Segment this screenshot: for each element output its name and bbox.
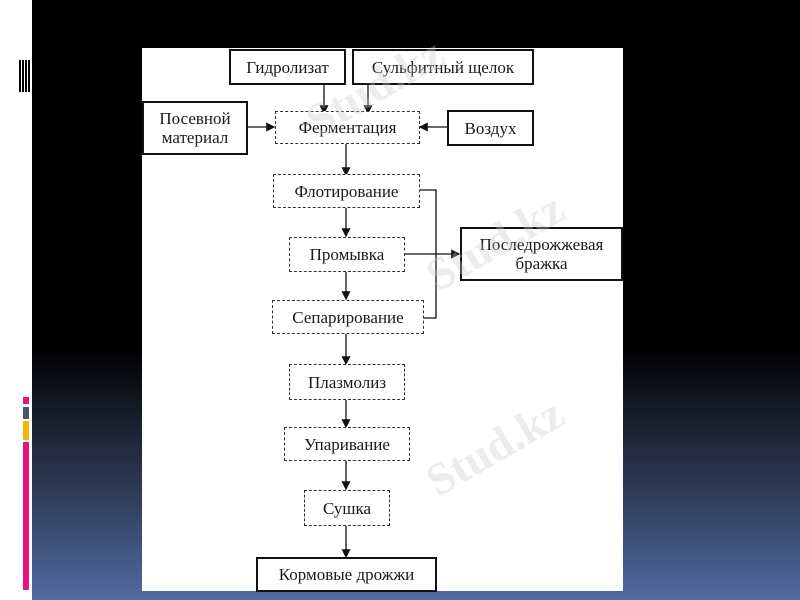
input-air-label: Воздух bbox=[464, 118, 517, 138]
input-sulfite-liquor-label: Сульфитный щелок bbox=[371, 57, 515, 77]
accent-bar-pink-long bbox=[23, 442, 29, 590]
step-evaporation-label: Упаривание bbox=[304, 434, 390, 454]
input-seed-material-line1: Посевной bbox=[159, 109, 231, 128]
step-fermentation-label: Ферментация bbox=[298, 118, 397, 137]
bars-decoration bbox=[19, 60, 31, 92]
step-fermentation: Ферментация bbox=[275, 111, 420, 144]
step-drying: Сушка bbox=[304, 490, 390, 526]
output-feed-yeast-label: Кормовые дрожжи bbox=[278, 565, 415, 584]
byproduct-line2: бражка bbox=[515, 254, 568, 273]
accent-bar-yellow bbox=[23, 421, 29, 440]
output-feed-yeast: Кормовые дрожжи bbox=[256, 557, 437, 592]
step-plasmolysis-label: Плазмолиз bbox=[307, 372, 387, 392]
step-flotation-label: Флотирование bbox=[294, 181, 399, 201]
input-air: Воздух bbox=[447, 110, 534, 146]
step-plasmolysis: Плазмолиз bbox=[289, 364, 405, 400]
input-seed-material-line2: материал bbox=[161, 128, 229, 147]
step-washing-label: Промывка bbox=[309, 245, 385, 264]
byproduct-box: Последрожжевая бражка bbox=[460, 227, 623, 281]
input-hydrolysate: Гидролизат bbox=[229, 49, 346, 85]
step-separation-label: Сепарирование bbox=[292, 307, 404, 327]
input-sulfite-liquor: Сульфитный щелок bbox=[352, 49, 534, 85]
accent-bar-slate bbox=[23, 407, 29, 419]
step-drying-label: Сушка bbox=[322, 498, 372, 518]
input-seed-material: Посевной материал bbox=[142, 101, 248, 155]
step-separation: Сепарирование bbox=[272, 300, 424, 334]
input-hydrolysate-label: Гидролизат bbox=[246, 57, 329, 77]
step-evaporation: Упаривание bbox=[284, 427, 410, 461]
byproduct-line1: Последрожжевая bbox=[479, 235, 604, 254]
step-washing: Промывка bbox=[289, 237, 405, 272]
step-flotation: Флотирование bbox=[273, 174, 420, 208]
accent-bar-pink-small bbox=[23, 397, 29, 404]
